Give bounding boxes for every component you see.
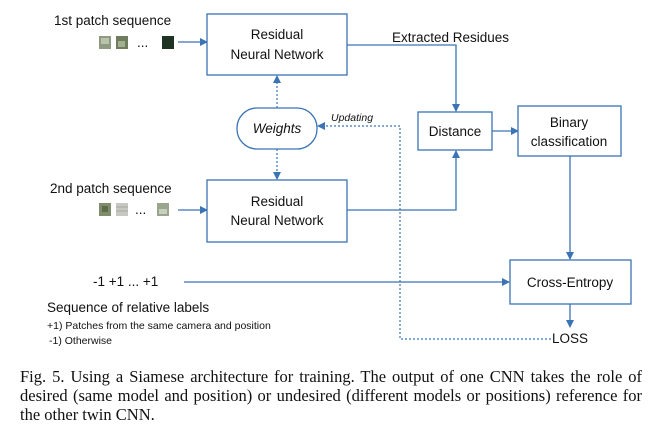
seq2-patches: [99, 203, 169, 216]
weights-node: Weights: [236, 107, 318, 150]
legend-item-1: +1) Patches from the same camera and pos…: [47, 320, 271, 332]
labels-sequence: -1 +1 ... +1: [93, 274, 158, 289]
weights-label: Weights: [253, 121, 302, 136]
binary-line2: classification: [531, 134, 608, 149]
resnet-top-line1: Residual: [251, 27, 304, 42]
updating-label: Updating: [331, 112, 373, 124]
arrow-resnet-bottom-to-distance: [347, 150, 460, 211]
cross-entropy-box: Cross-Entropy: [509, 259, 632, 305]
resnet-top-line2: Neural Network: [230, 47, 323, 62]
resnet-top-box: Residual Neural Network: [206, 13, 348, 76]
binary-classification-box: Binary classification: [517, 105, 622, 157]
siamese-diagram: 1st patch sequence ... 2nd patch sequenc…: [47, 13, 632, 347]
binary-line1: Binary: [550, 115, 589, 130]
figure-caption: Fig. 5. Using a Siamese architecture for…: [20, 367, 642, 424]
resnet-bottom-line1: Residual: [251, 194, 304, 209]
seq2-label: 2nd patch sequence: [50, 181, 172, 196]
loss-label: LOSS: [552, 331, 588, 346]
cross-entropy-label: Cross-Entropy: [527, 275, 614, 290]
legend-title: Sequence of relative labels: [47, 300, 209, 315]
updating-feedback-arrow: [317, 122, 551, 340]
seq2-ellipsis: ...: [135, 202, 146, 217]
distance-box: Distance: [417, 111, 493, 151]
seq1-label: 1st patch sequence: [54, 13, 171, 28]
arrow-resnet-top-to-distance: [347, 44, 460, 112]
extracted-residues-label: Extracted Residues: [392, 30, 509, 45]
seq1-patches: [99, 36, 174, 49]
seq1-ellipsis: ...: [137, 35, 148, 50]
resnet-bottom-line2: Neural Network: [230, 213, 323, 228]
legend-item-2: -1) Otherwise: [49, 335, 112, 347]
resnet-bottom-box: Residual Neural Network: [206, 179, 348, 243]
distance-label: Distance: [429, 124, 482, 139]
